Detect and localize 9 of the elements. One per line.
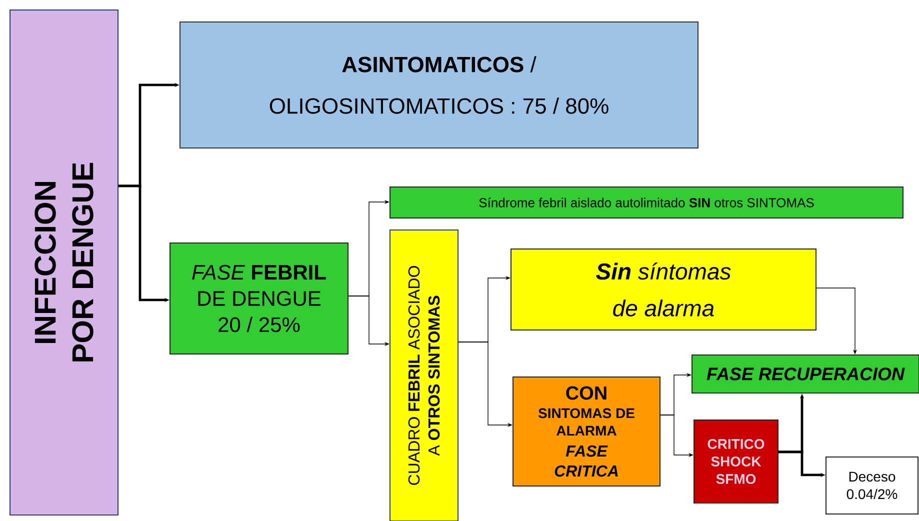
process-box: ASINTOMATICOS / OLIGOSINTOMATICOS : 75 / 80%: [180, 22, 698, 148]
process-box: Deceso 0.04/2%: [826, 456, 918, 514]
process-box: INFECCION POR DENGUE: [10, 10, 118, 516]
process-box: Síndrome febril aislado autolimitado SIN otros SINTOMAS: [390, 186, 904, 218]
process-box: Sin síntomas de alarma: [510, 248, 816, 330]
process-box: CON SINTOMAS DE ALARMA FASE CRITICA: [512, 376, 660, 486]
process-box: FASE FEBRIL DE DENGUE 20 / 25%: [170, 242, 348, 354]
process-box: CRITICO SHOCK SFMO: [694, 419, 778, 504]
process-box: FASE RECUPERACION: [692, 354, 919, 394]
